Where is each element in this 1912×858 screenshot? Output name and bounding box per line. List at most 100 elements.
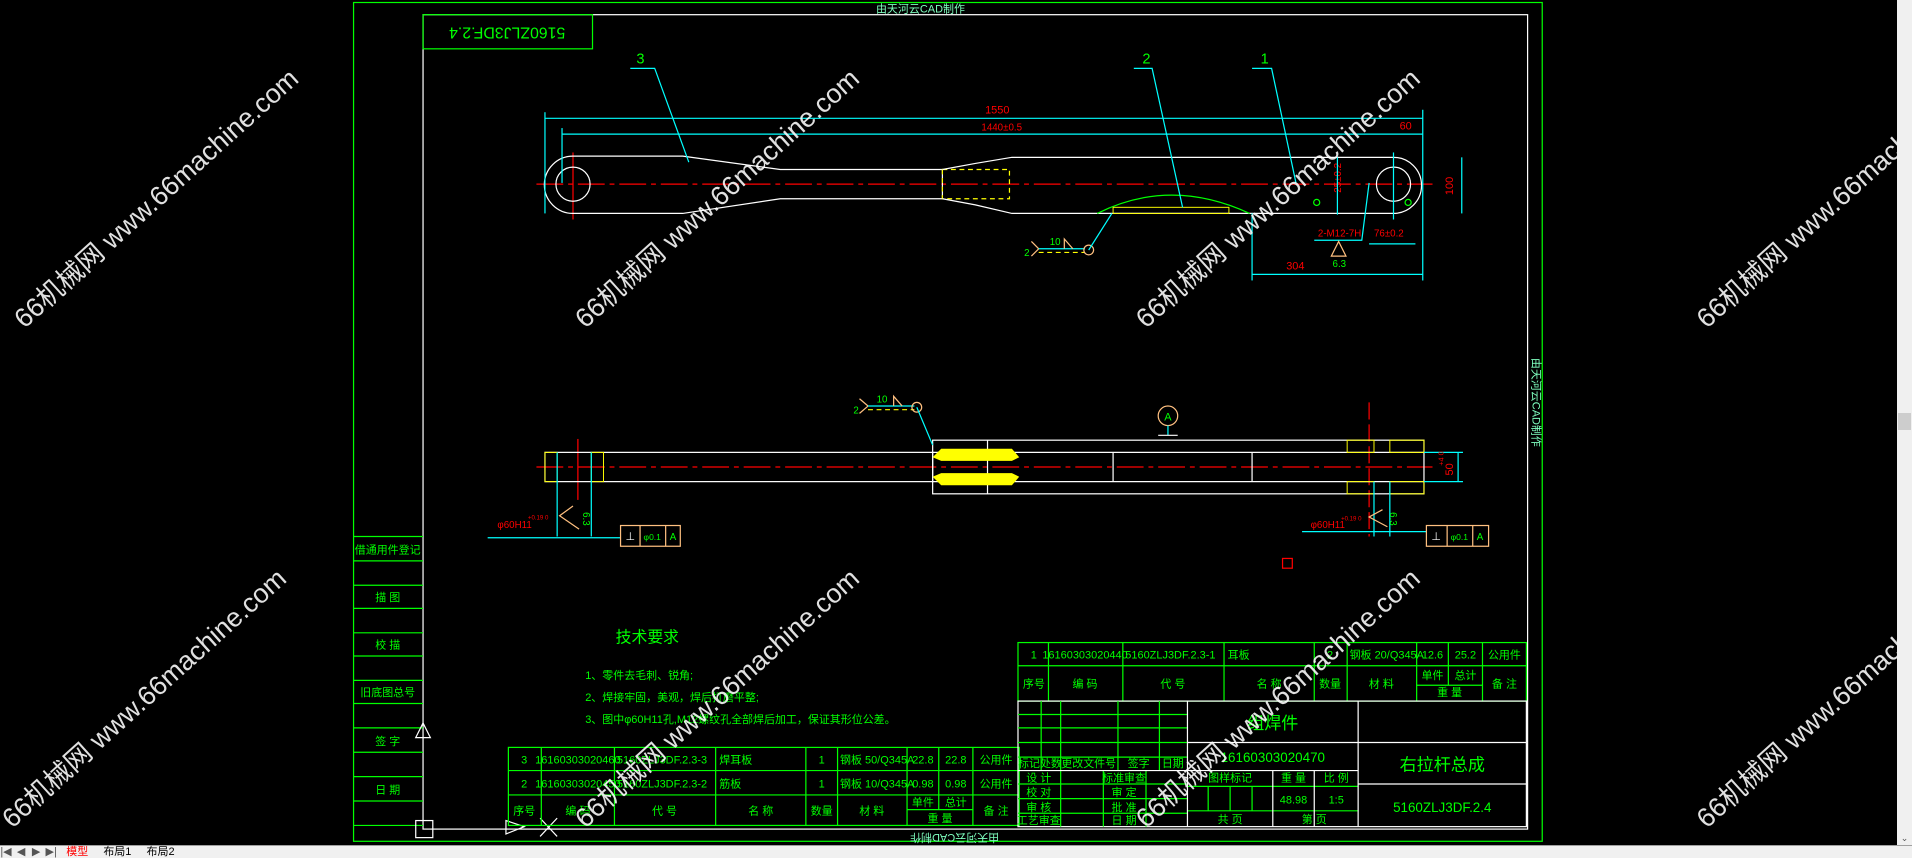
svg-text:总计: 总计 bbox=[1454, 668, 1476, 682]
tech-item: 1、零件去毛刺、锐角; bbox=[585, 668, 693, 682]
scale-value: 1:5 bbox=[1329, 794, 1344, 806]
bom-header-lower: 序号 编 码 代 号 名 称 数量 材 料 单件 总计 重 量 备 注 bbox=[513, 795, 1008, 825]
side-column: 借通用件登记 描 图 校 描 旧底图总号 签 字 日 期 bbox=[353, 535, 558, 839]
part-type: 组焊件 bbox=[1247, 714, 1298, 733]
svg-text:代 号: 代 号 bbox=[652, 804, 677, 817]
bottom-note: 由天河云CAD制作 bbox=[910, 831, 999, 845]
svg-text:22.8: 22.8 bbox=[912, 754, 933, 766]
top-note: 由天河云CAD制作 bbox=[876, 1, 965, 15]
svg-text:耳板: 耳板 bbox=[1228, 647, 1250, 661]
svg-text:单件: 单件 bbox=[1422, 669, 1444, 682]
mirrored-number-box bbox=[422, 14, 594, 50]
drawing-title: 右拉杆总成 bbox=[1400, 756, 1485, 775]
svg-text:图样标记: 图样标记 bbox=[1208, 771, 1252, 785]
svg-text:名 称: 名 称 bbox=[748, 803, 773, 817]
tech-item: 2、焊接牢固，美观，焊后打磨平整; bbox=[585, 690, 759, 704]
svg-text:筋板: 筋板 bbox=[719, 777, 741, 791]
svg-text:16160303020460: 16160303020460 bbox=[535, 754, 620, 766]
svg-text:标准审查: 标准审查 bbox=[1102, 771, 1146, 785]
svg-text:1: 1 bbox=[1031, 649, 1037, 661]
svg-text:25.2: 25.2 bbox=[1455, 649, 1476, 661]
svg-text:比 例: 比 例 bbox=[1324, 771, 1349, 785]
red-marker bbox=[1281, 557, 1293, 569]
dim-overall: 1550 bbox=[985, 104, 1009, 116]
svg-text:重 量: 重 量 bbox=[927, 811, 952, 825]
svg-text:重 量: 重 量 bbox=[1281, 771, 1306, 785]
svg-text:0.98: 0.98 bbox=[912, 779, 933, 791]
svg-text:1: 1 bbox=[819, 779, 825, 791]
weld-fill-lower bbox=[932, 473, 1020, 486]
mirrored-drawing-number: 5160ZLJ3DF.2.4 bbox=[449, 24, 565, 41]
weight-value: 48.98 bbox=[1280, 794, 1307, 806]
watermark: 66机械网 www.66machine.com bbox=[1130, 563, 1426, 834]
tab-model[interactable]: 模型 bbox=[66, 846, 89, 858]
gtol-symbol: ⊥ bbox=[1431, 531, 1441, 543]
next-tab-icon[interactable]: ▶ bbox=[31, 846, 41, 858]
svg-text:公用件: 公用件 bbox=[1488, 648, 1521, 661]
side-label: 签 字 bbox=[375, 734, 400, 748]
svg-text:序号: 序号 bbox=[513, 803, 535, 817]
svg-text:处数: 处数 bbox=[1040, 757, 1062, 770]
side-label: 校 描 bbox=[375, 638, 400, 652]
bom-row-1: 1 16160303020440 5160ZLJ3DF.2.3-1 耳板 2 钢… bbox=[1031, 647, 1521, 661]
svg-text:5160ZLJ3DF.2.3-2: 5160ZLJ3DF.2.3-2 bbox=[617, 779, 707, 791]
dim-thread: 2-M12-7H bbox=[1318, 229, 1361, 240]
scrollbar-thumb[interactable] bbox=[1898, 413, 1911, 430]
balloon-2: 2 bbox=[1142, 51, 1150, 67]
cad-drawing-canvas[interactable]: 由天河云CAD制作 5160ZLJ3DF.2.4 由天河云CAD制作 由天河云C… bbox=[0, 0, 1897, 845]
svg-text:数量: 数量 bbox=[1319, 678, 1341, 691]
weld-symbol-bottom: 2 10 bbox=[853, 394, 934, 446]
rod-right-end bbox=[942, 156, 1423, 215]
svg-text:日期: 日期 bbox=[1162, 757, 1184, 770]
svg-text:材 料: 材 料 bbox=[1369, 677, 1394, 691]
bom-table-upper: 1 16160303020440 5160ZLJ3DF.2.3-1 耳板 2 钢… bbox=[1017, 641, 1527, 702]
svg-text:焊耳板: 焊耳板 bbox=[719, 752, 752, 766]
ucs-arrow-icon bbox=[414, 721, 432, 739]
svg-text:签字: 签字 bbox=[1128, 756, 1150, 770]
svg-text:16160303020440: 16160303020440 bbox=[1042, 649, 1127, 661]
svg-text:编 码: 编 码 bbox=[1073, 677, 1098, 691]
svg-text:工艺审查: 工艺审查 bbox=[1017, 813, 1061, 827]
roughness-right: 6.3 bbox=[1387, 512, 1398, 526]
watermark: 66机械网 www.66machine.com bbox=[0, 563, 292, 834]
layout-tab-bar: |◀ ◀ ▶ ▶| 模型 布局1 布局2 bbox=[0, 845, 1912, 858]
tab-layout1[interactable]: 布局1 bbox=[103, 846, 132, 858]
weld-size: 10 bbox=[1050, 237, 1061, 248]
svg-text:总计: 总计 bbox=[945, 795, 967, 809]
watermark: 66机械网 www.66machine.com bbox=[1130, 63, 1426, 334]
svg-text:1: 1 bbox=[819, 754, 825, 766]
weld-fill-upper bbox=[932, 448, 1020, 461]
last-tab-icon[interactable]: ▶| bbox=[45, 846, 57, 858]
dim-304: 304 bbox=[1286, 260, 1304, 272]
left-hole bbox=[555, 166, 591, 202]
first-tab-icon[interactable]: |◀ bbox=[0, 846, 12, 858]
vertical-scrollbar[interactable]: ⌄ bbox=[1897, 0, 1912, 845]
svg-text:标记: 标记 bbox=[1018, 756, 1040, 770]
svg-text:校 对: 校 对 bbox=[1026, 785, 1051, 799]
bom-row-3: 3 16160303020460 5160ZLJ3DF.2.3-3 焊耳板 1 … bbox=[521, 752, 1012, 766]
bottom-view: 50 +4 0 A 2 10 φ60H11 +0.19 0 6.3 ⊥ φ0.1… bbox=[487, 394, 1490, 569]
tab-layout2[interactable]: 布局2 bbox=[146, 846, 175, 858]
gtol-value: φ0.1 bbox=[644, 532, 662, 542]
svg-text:第 页: 第 页 bbox=[1302, 812, 1327, 826]
ucs-origin-icon bbox=[415, 819, 434, 839]
title-block: 标记 处数 更改文件号 签字 日期 设 计 校 对 审 核 工艺审查 标准审查 … bbox=[1017, 700, 1527, 828]
svg-text:3: 3 bbox=[521, 754, 527, 766]
svg-text:材 料: 材 料 bbox=[859, 803, 884, 817]
cursor-cross-icon bbox=[539, 817, 558, 837]
svg-text:批 准: 批 准 bbox=[1112, 800, 1137, 814]
dim-width-50: 50 bbox=[1444, 463, 1456, 475]
gtol-symbol: ⊥ bbox=[626, 531, 636, 543]
side-label: 旧底图总号 bbox=[360, 685, 415, 699]
balloon-1: 1 bbox=[1261, 51, 1269, 67]
svg-text:钢板 20/Q345A: 钢板 20/Q345A bbox=[1350, 647, 1425, 661]
svg-text:0.98: 0.98 bbox=[945, 779, 966, 791]
bore-left: φ60H11 bbox=[497, 520, 531, 531]
prev-tab-icon[interactable]: ◀ bbox=[16, 846, 26, 858]
roughness-top: 6.3 bbox=[1333, 259, 1347, 270]
watermarks: 66机械网 www.66machine.com 66机械网 www.66mach… bbox=[0, 63, 1897, 833]
svg-text:单件: 单件 bbox=[912, 796, 934, 809]
svg-text:备 注: 备 注 bbox=[1492, 677, 1517, 691]
scroll-down-arrow-icon[interactable]: ⌄ bbox=[1900, 833, 1909, 843]
tech-item: 3、图中φ60H11孔,M12螺纹孔全部焊后加工，保证其形位公差。 bbox=[585, 712, 895, 726]
